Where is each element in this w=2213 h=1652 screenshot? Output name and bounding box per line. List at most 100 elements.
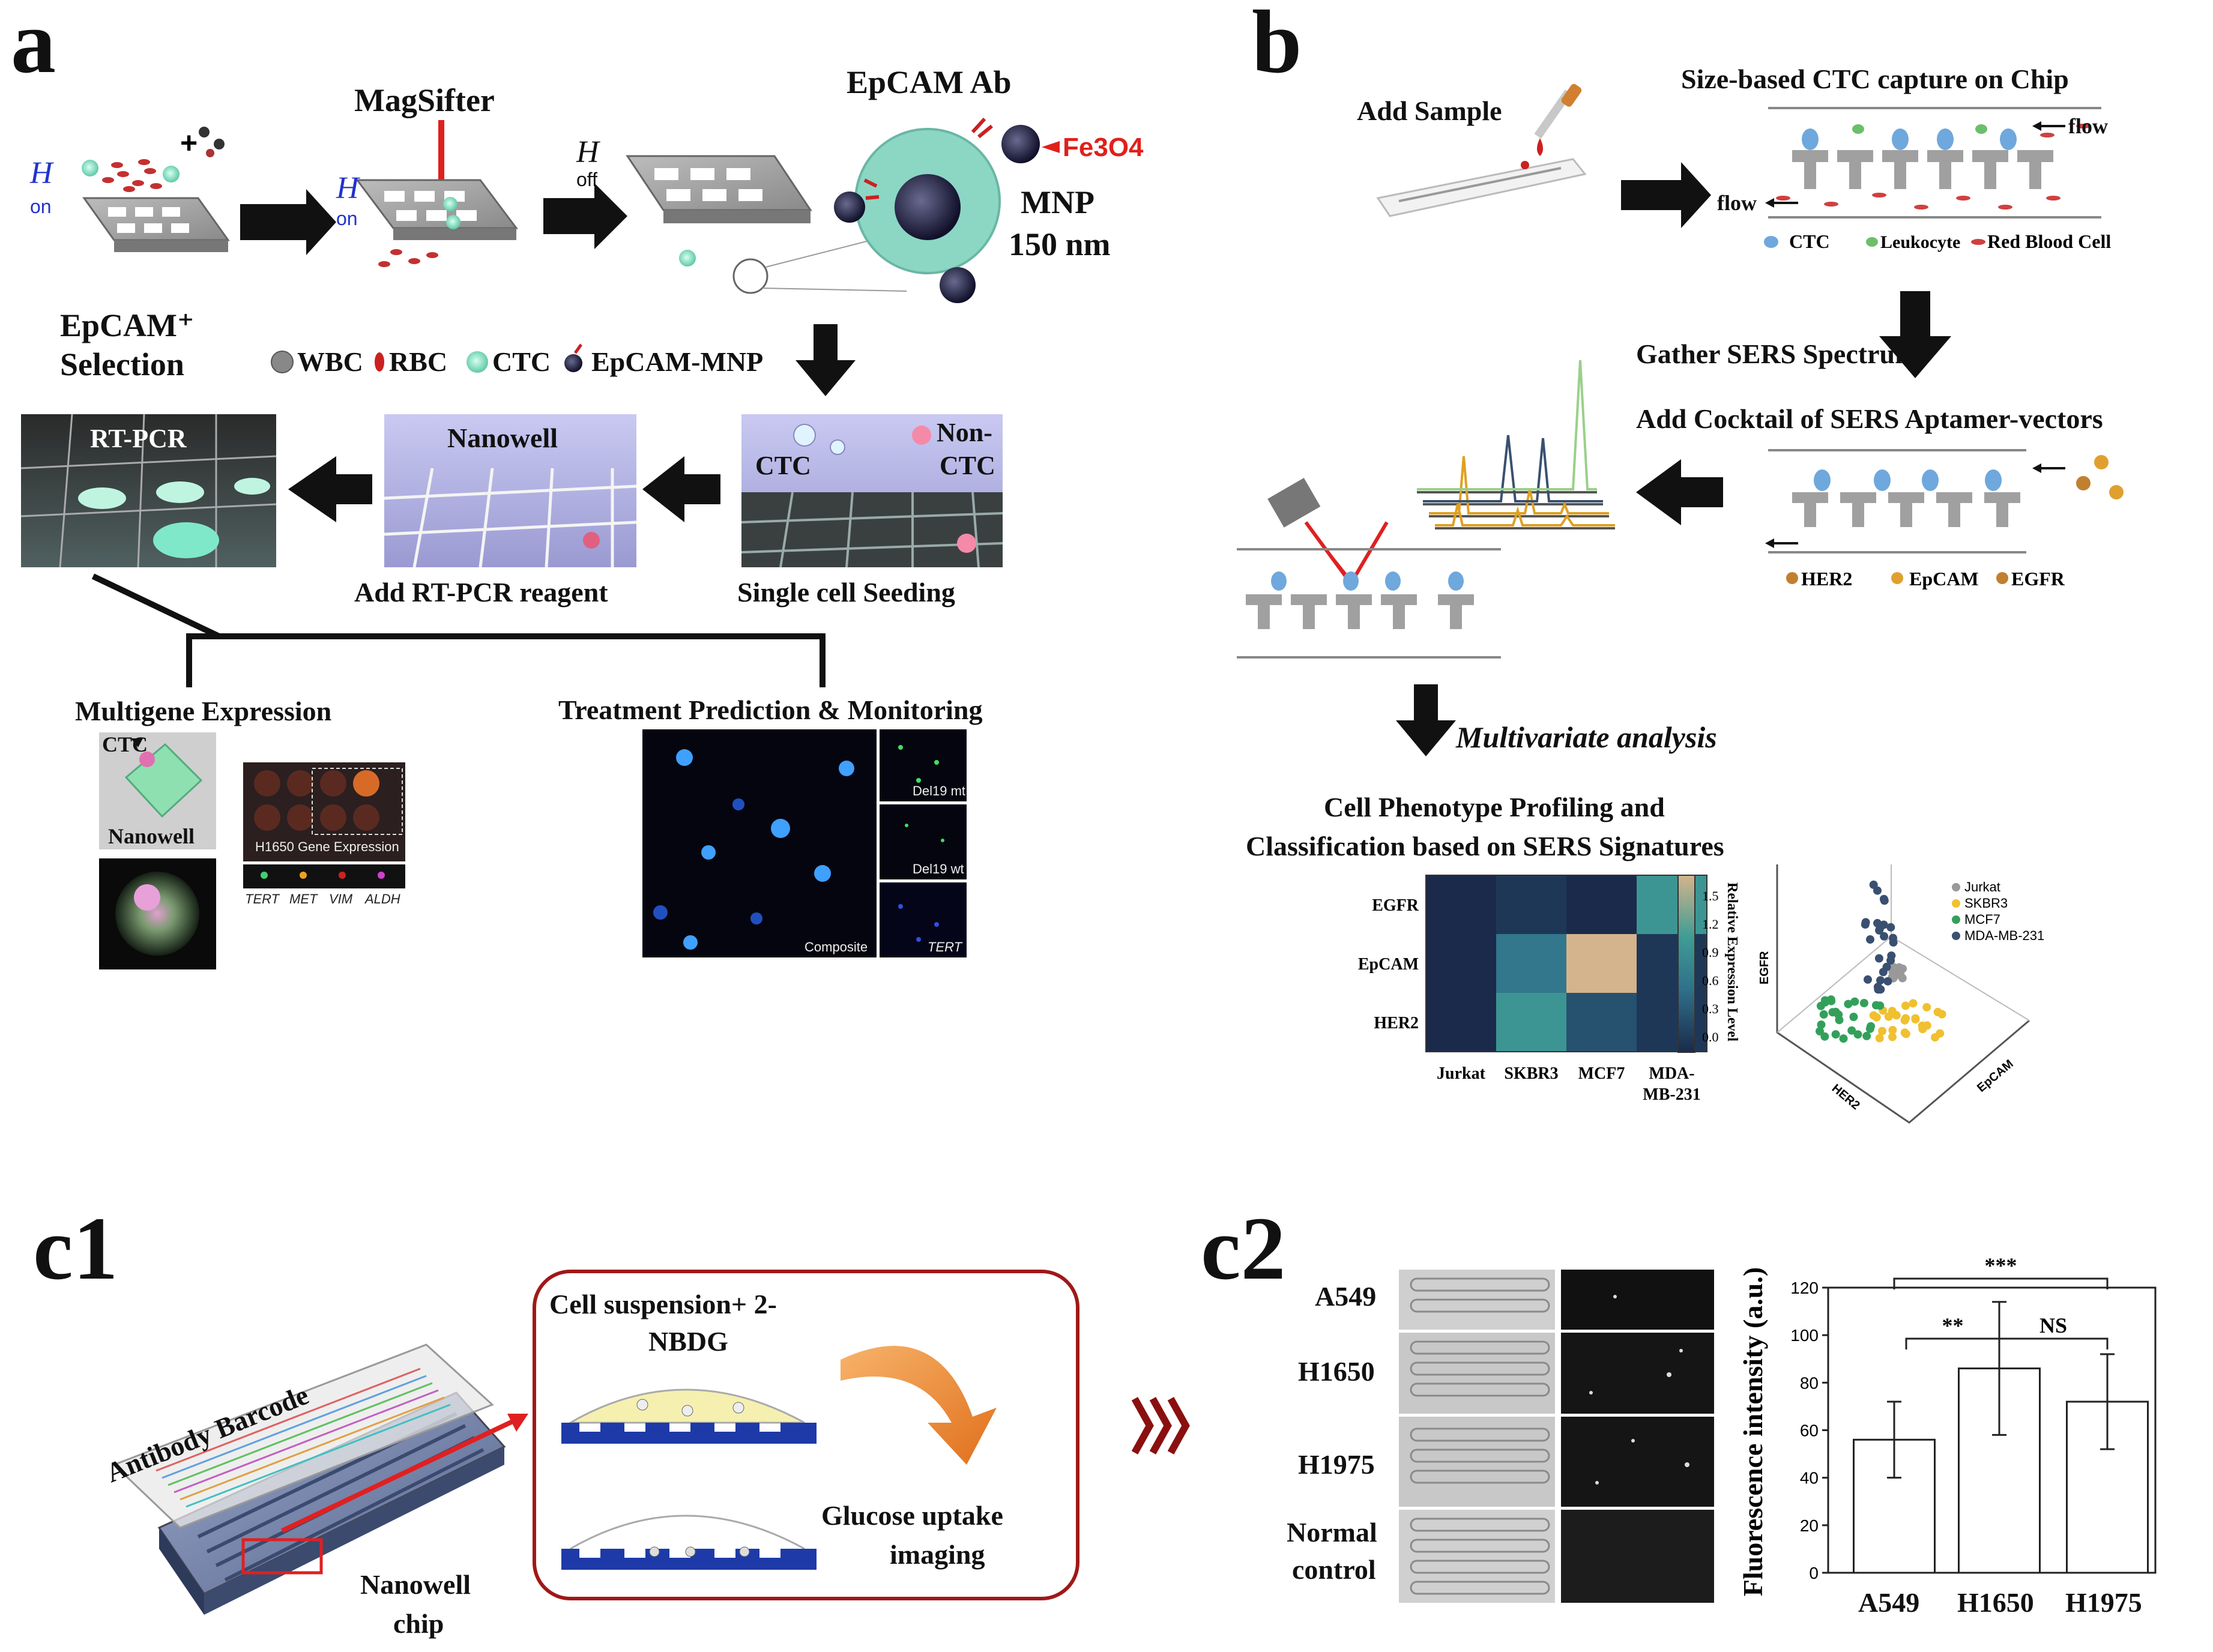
scatter-point-mcf7 <box>1839 1034 1848 1043</box>
del19wt-label: Del19 wt <box>913 861 964 876</box>
scatter-point-skbr3 <box>1922 1002 1931 1011</box>
bar-ytick-label: 80 <box>1800 1373 1819 1392</box>
bar-ytick-label: 60 <box>1800 1421 1819 1440</box>
arrow-b4 <box>1396 684 1456 756</box>
on-label-1: on <box>30 196 52 217</box>
profiling-line-1: Cell Phenotype Profiling and <box>1324 792 1665 822</box>
h-on-label-2: H <box>336 171 360 205</box>
scatter-point-skbr3 <box>1909 999 1918 1008</box>
scatter-point-skbr3 <box>1875 1034 1884 1043</box>
fluorescence-a549 <box>1561 1270 1714 1330</box>
fluorescence-h1975 <box>1561 1417 1714 1507</box>
gene-met: MET <box>289 891 318 906</box>
scatter-point-mda-mb-231 <box>1886 956 1895 965</box>
ctc-seeding-label: CTC <box>755 451 811 480</box>
scatter-point-mcf7 <box>1847 1026 1856 1035</box>
scatter-point-skbr3 <box>1888 1032 1897 1042</box>
scatter-point-mcf7 <box>1862 1031 1871 1040</box>
arrow-b3 <box>1636 459 1723 525</box>
heatmap-cell-egfr-mcf7 <box>1566 875 1637 934</box>
gather-label: Gather SERS Spectrum <box>1636 339 1918 369</box>
scatter-point-mda-mb-231 <box>1886 923 1895 932</box>
arrow-a2 <box>543 183 627 249</box>
scatter-point-mcf7 <box>1867 1022 1875 1031</box>
composite-image <box>642 729 877 957</box>
bar-ytick-label: 40 <box>1800 1469 1819 1488</box>
significance-label: *** <box>1985 1253 2017 1277</box>
arrow-a5 <box>642 456 720 522</box>
epcam-plus-label: EpCAM⁺ <box>60 307 195 343</box>
gene-expression-image <box>243 762 405 888</box>
panel-a: + H on EpCAM⁺ Selection MagSifter H on H… <box>20 64 1144 969</box>
cbar-tick-0-6: 0.6 <box>1702 973 1719 988</box>
epcam-cell-illustration <box>834 117 1040 303</box>
non-ctc-label: CTC <box>940 451 995 480</box>
del19mt-label: Del19 mt <box>913 783 965 798</box>
heatmap-cell-epcam-mda-mb-231 <box>1637 934 1707 993</box>
legend-mcf7: MCF7 <box>1964 912 2000 927</box>
gene-aldh: ALDH <box>364 891 400 906</box>
legend-skbr3: SKBR3 <box>1964 896 2008 911</box>
axis-egfr-3d: EGFR <box>1758 951 1771 984</box>
row-label-a549: A549 <box>1315 1281 1376 1312</box>
heatmap-row-label: HER2 <box>1374 1014 1419 1032</box>
bar-ytick-label: 100 <box>1790 1326 1819 1345</box>
scatter-point-mda-mb-231 <box>1869 880 1878 889</box>
add-reagent-label: Add RT-PCR reagent <box>354 577 608 607</box>
aptamer-chip <box>1765 449 2124 553</box>
svg-text:+: + <box>180 126 198 160</box>
fluorescence-h1650 <box>1561 1333 1714 1414</box>
heatmap-row-label: EpCAM <box>1358 955 1419 974</box>
rbc-legend-icon <box>375 352 384 372</box>
panel-label-b: b <box>1252 0 1302 92</box>
legend-leukocyte: Leukocyte <box>1880 232 1960 252</box>
c1-chip-label: chip <box>393 1608 444 1639</box>
size-based-label: Size-based CTC capture on Chip <box>1681 64 2069 94</box>
add-sample-label: Add Sample <box>1357 95 1502 126</box>
legend-ctc: CTC <box>492 346 551 377</box>
heatmap-cell-her2-jurkat <box>1426 993 1496 1052</box>
cbar-tick-1-2: 1.2 <box>1702 917 1719 932</box>
scatter-point-jurkat <box>1896 970 1905 979</box>
mnp-size-label: 150 nm <box>1009 226 1111 262</box>
cell-legend-a: WBC RBC CTC EpCAM-MNP <box>271 343 763 377</box>
scatter-point-skbr3 <box>1901 1029 1910 1039</box>
heatmap-row-label: EGFR <box>1372 896 1419 915</box>
cbar-tick-0-9: 0.9 <box>1702 945 1719 960</box>
scatter-point-mda-mb-231 <box>1874 985 1883 994</box>
scatter-point-mcf7 <box>1850 997 1859 1006</box>
arrow-b2 <box>1879 291 1951 378</box>
magsifter-grid-3 <box>626 155 907 294</box>
legend-her2: HER2 <box>1801 568 1852 589</box>
bracket-connector <box>91 573 826 687</box>
curved-arrow-icon <box>841 1346 997 1465</box>
scatter-point-skbr3 <box>1911 1015 1920 1024</box>
cbar-tick-0-0: 0.0 <box>1702 1029 1719 1045</box>
scatter-point-mcf7 <box>1849 1013 1858 1021</box>
arrow-b1 <box>1621 162 1711 228</box>
c1-nanowell-label: Nanowell <box>360 1569 471 1600</box>
bar-xlabel-h1975: H1975 <box>2065 1587 2142 1618</box>
capture-legend: CTC Leukocyte Red Blood Cell <box>1764 231 2111 252</box>
scatter-point-skbr3 <box>1878 1026 1886 1036</box>
scatter-3d: EGFR HER2 EpCAM Jurkat SKBR3 MCF7 MDA-MB… <box>1758 864 2044 1124</box>
row-label-h1975: H1975 <box>1298 1449 1375 1480</box>
scatter-point-mda-mb-231 <box>1880 932 1889 941</box>
magsifter-grid-2 <box>355 179 518 267</box>
ctc-small-label: CTC <box>102 732 148 756</box>
tert-label: TERT <box>928 939 963 954</box>
selection-label: Selection <box>60 346 184 382</box>
scatter-point-mda-mb-231 <box>1882 962 1891 971</box>
fluorescence-bar-chart: Fluorescence intensity (a.u.) 0204060801… <box>1737 1253 2157 1618</box>
dropper-icon <box>1534 83 1582 156</box>
axis-epcam-3d: EpCAM <box>1975 1057 2016 1095</box>
nanowell-label: Nanowell <box>447 423 558 453</box>
heatmap-cell-her2-mcf7 <box>1566 993 1637 1052</box>
fluorescence-normal <box>1561 1510 1714 1603</box>
legend-epcam-mnp: EpCAM-MNP <box>591 346 763 377</box>
blood-cells-cluster-1: + <box>82 126 225 192</box>
scatter-point-mda-mb-231 <box>1879 920 1888 929</box>
heatmap-cell-her2-mda-mb-231 <box>1637 993 1707 1052</box>
row-label-normal: Normal <box>1287 1517 1377 1548</box>
scatter-points <box>1816 880 1946 1043</box>
